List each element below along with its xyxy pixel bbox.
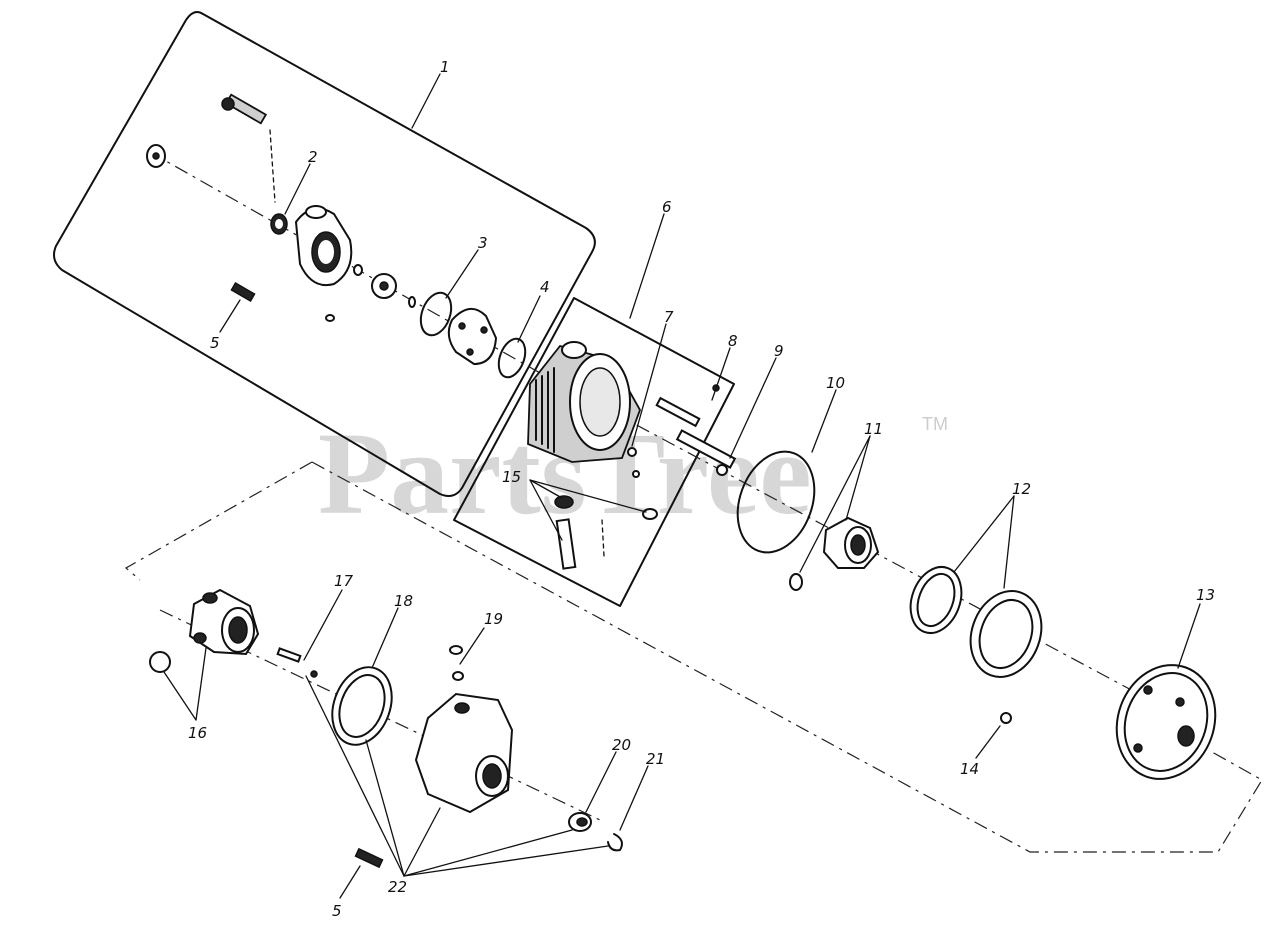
callout-10: 10	[826, 374, 845, 392]
callout-12: 12	[1012, 480, 1031, 498]
o-ring-part-10	[736, 450, 816, 554]
pin-part-17	[276, 647, 318, 678]
subassembly-outline-1	[53, 11, 596, 497]
ring-part-12a	[909, 566, 963, 634]
ring-part-18-inner	[338, 674, 386, 738]
assembly-boundary-line-lower	[311, 461, 1263, 853]
shaft-part-9	[675, 429, 737, 476]
seal-part-20	[568, 812, 592, 832]
assembly-boundary-line	[124, 461, 313, 581]
pin-part-7	[627, 447, 637, 457]
callout-5-lower: 5	[332, 902, 342, 920]
callout-7: 7	[664, 308, 674, 326]
watermark-trademark: TM	[922, 414, 948, 434]
ball-part-16	[149, 651, 171, 673]
end-cover-part-13	[1115, 664, 1217, 780]
callout-13: 13	[1196, 586, 1215, 604]
seal-part-2	[270, 213, 288, 235]
callout-14: 14	[960, 760, 979, 778]
clip-part-21	[607, 833, 623, 852]
callout-9: 9	[774, 342, 784, 360]
callout-5-upper: 5	[210, 334, 220, 352]
callout-1: 1	[440, 58, 450, 76]
gear-housing-part-6	[527, 341, 641, 463]
o-ring-part-3	[419, 291, 453, 337]
callout-labels: 1 2 3 4 5 6 7 8 9 10 11 12 13 14 15 16 1…	[188, 58, 1215, 920]
callout-18: 18	[394, 592, 413, 610]
ring-part-12b-inner	[978, 599, 1034, 669]
shaft-part-15	[554, 470, 658, 570]
callout-4: 4	[540, 278, 550, 296]
pump-housing-part	[294, 205, 353, 286]
callout-2: 2	[308, 148, 318, 166]
callout-11: 11	[864, 420, 883, 438]
pin-part-8	[655, 384, 720, 428]
guide-line	[601, 519, 605, 557]
ring-part-12b	[969, 590, 1043, 678]
bearing-part-11	[789, 516, 880, 591]
ring-part-12a-inner	[916, 572, 956, 628]
callout-22: 22	[388, 878, 407, 896]
screw-part-5-upper	[230, 282, 256, 302]
impeller-part	[325, 264, 416, 322]
centerline-main	[559, 383, 1151, 701]
callout-16: 16	[188, 724, 207, 742]
fitting-part-19	[449, 645, 464, 681]
callout-15: 15	[502, 468, 521, 486]
plug-part-14	[1000, 712, 1012, 724]
lower-housing-part	[414, 692, 514, 814]
bolt-part	[221, 93, 276, 203]
callout-21: 21	[646, 750, 665, 768]
callout-6: 6	[662, 198, 672, 216]
screw-part-5-lower	[354, 847, 384, 869]
callout-3: 3	[478, 234, 488, 252]
callout-8: 8	[728, 332, 738, 350]
cover-plate-part	[447, 308, 498, 366]
subassembly-outline-6	[453, 297, 735, 607]
leader-lines	[163, 73, 1201, 899]
ring-part-18	[331, 666, 393, 746]
callout-17: 17	[334, 572, 354, 590]
bearing-housing-part-16	[188, 588, 260, 656]
callout-20: 20	[612, 736, 631, 754]
washer-part	[146, 144, 166, 168]
callout-19: 19	[484, 610, 503, 628]
